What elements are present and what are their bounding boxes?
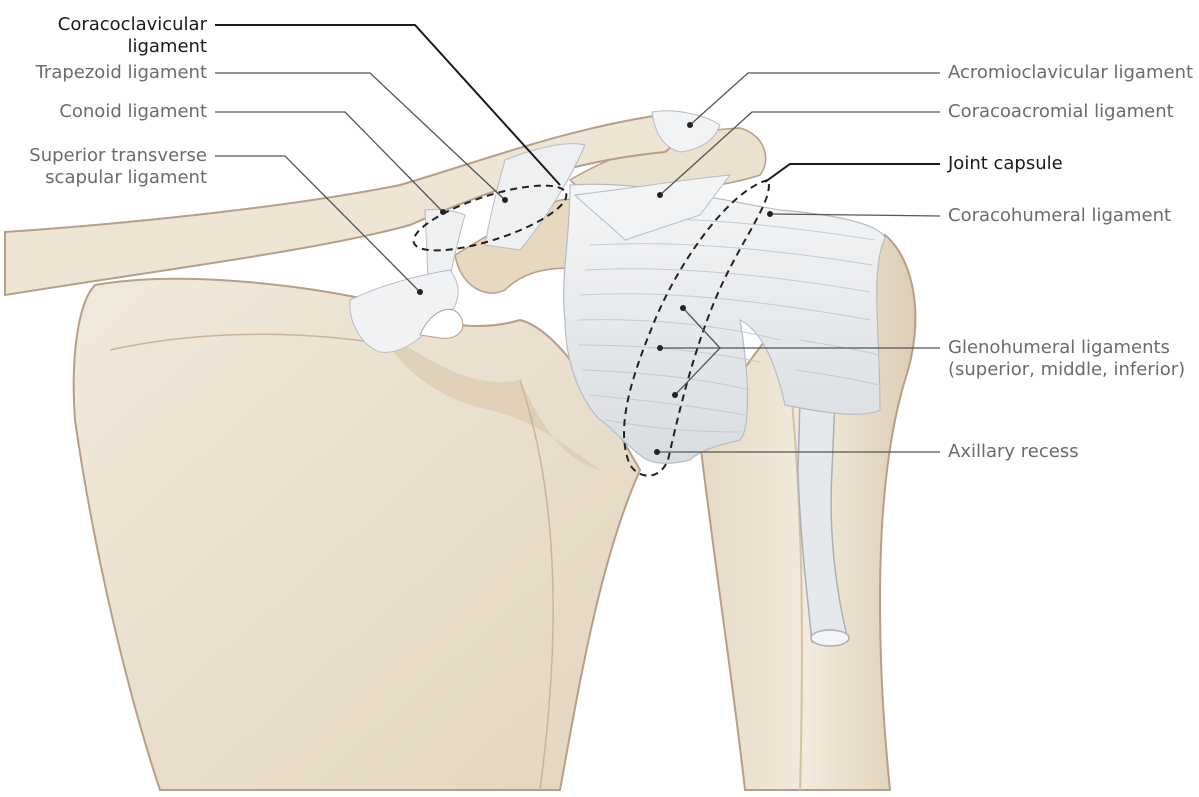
leader-conoid — [215, 111, 444, 213]
label-glenohumeral-line1: Glenohumeral ligaments — [948, 337, 1170, 358]
leader-coracohumeral — [769, 213, 941, 217]
biceps-tendon-end — [810, 629, 850, 647]
leader-joint-capsule — [764, 163, 940, 183]
leader-acromioclavicular — [689, 72, 940, 126]
leader-glenohumeral-branches — [660, 307, 722, 396]
leader-lines — [215, 24, 941, 453]
leader-dots — [417, 122, 773, 455]
label-coracoclavicular-line1: Coracoclavicular — [57, 14, 207, 35]
scapula-lateral-border — [519, 379, 554, 791]
label-acromioclavicular-ligament: Acromioclavicular ligament — [948, 62, 1194, 83]
label-axillary-recess: Axillary recess — [948, 441, 1079, 462]
leader-coracoclavicular — [215, 24, 561, 186]
scapula-spine-line — [109, 333, 391, 351]
label-conoid-ligament: Conoid ligament — [59, 101, 207, 122]
label-superior-transverse-scapular-ligament: Superior transverse scapular ligament — [29, 145, 207, 189]
label-superior-transverse-line1: Superior transverse — [29, 145, 207, 166]
scapula-bone — [72, 277, 642, 791]
label-superior-transverse-line2: scapular ligament — [45, 167, 207, 188]
label-glenohumeral-line2: (superior, middle, inferior) — [948, 359, 1186, 380]
joint-capsule-dashed-outline — [623, 178, 770, 477]
coracoclavicular-dashed-outline — [412, 184, 568, 252]
label-coracoacromial-ligament: Coracoacromial ligament — [948, 101, 1174, 122]
label-glenohumeral-ligaments: Glenohumeral ligaments (superior, middle… — [948, 337, 1185, 381]
conoid-ligament-tissue — [424, 209, 466, 291]
humerus-groove — [789, 379, 803, 791]
label-joint-capsule: Joint capsule — [948, 153, 1063, 174]
capsule-fibres — [577, 218, 879, 433]
trapezoid-ligament-tissue — [484, 143, 586, 251]
leader-superior-transverse — [215, 155, 421, 293]
acromioclavicular-ligament-tissue — [651, 110, 721, 153]
leader-trapezoid — [215, 72, 506, 201]
label-coracohumeral-ligament: Coracohumeral ligament — [948, 205, 1172, 226]
suprascapular-notch — [419, 308, 464, 339]
label-coracoclavicular-ligament: Coracoclavicular ligament — [58, 14, 207, 58]
joint-capsule-tissue — [563, 183, 886, 464]
leader-coracoacromial — [659, 111, 940, 196]
label-coracoclavicular-line2: ligament — [127, 36, 207, 57]
coracoacromial-ligament-tissue — [573, 174, 732, 241]
scapula-shadow — [380, 330, 600, 470]
label-trapezoid-ligament: Trapezoid ligament — [35, 62, 207, 83]
